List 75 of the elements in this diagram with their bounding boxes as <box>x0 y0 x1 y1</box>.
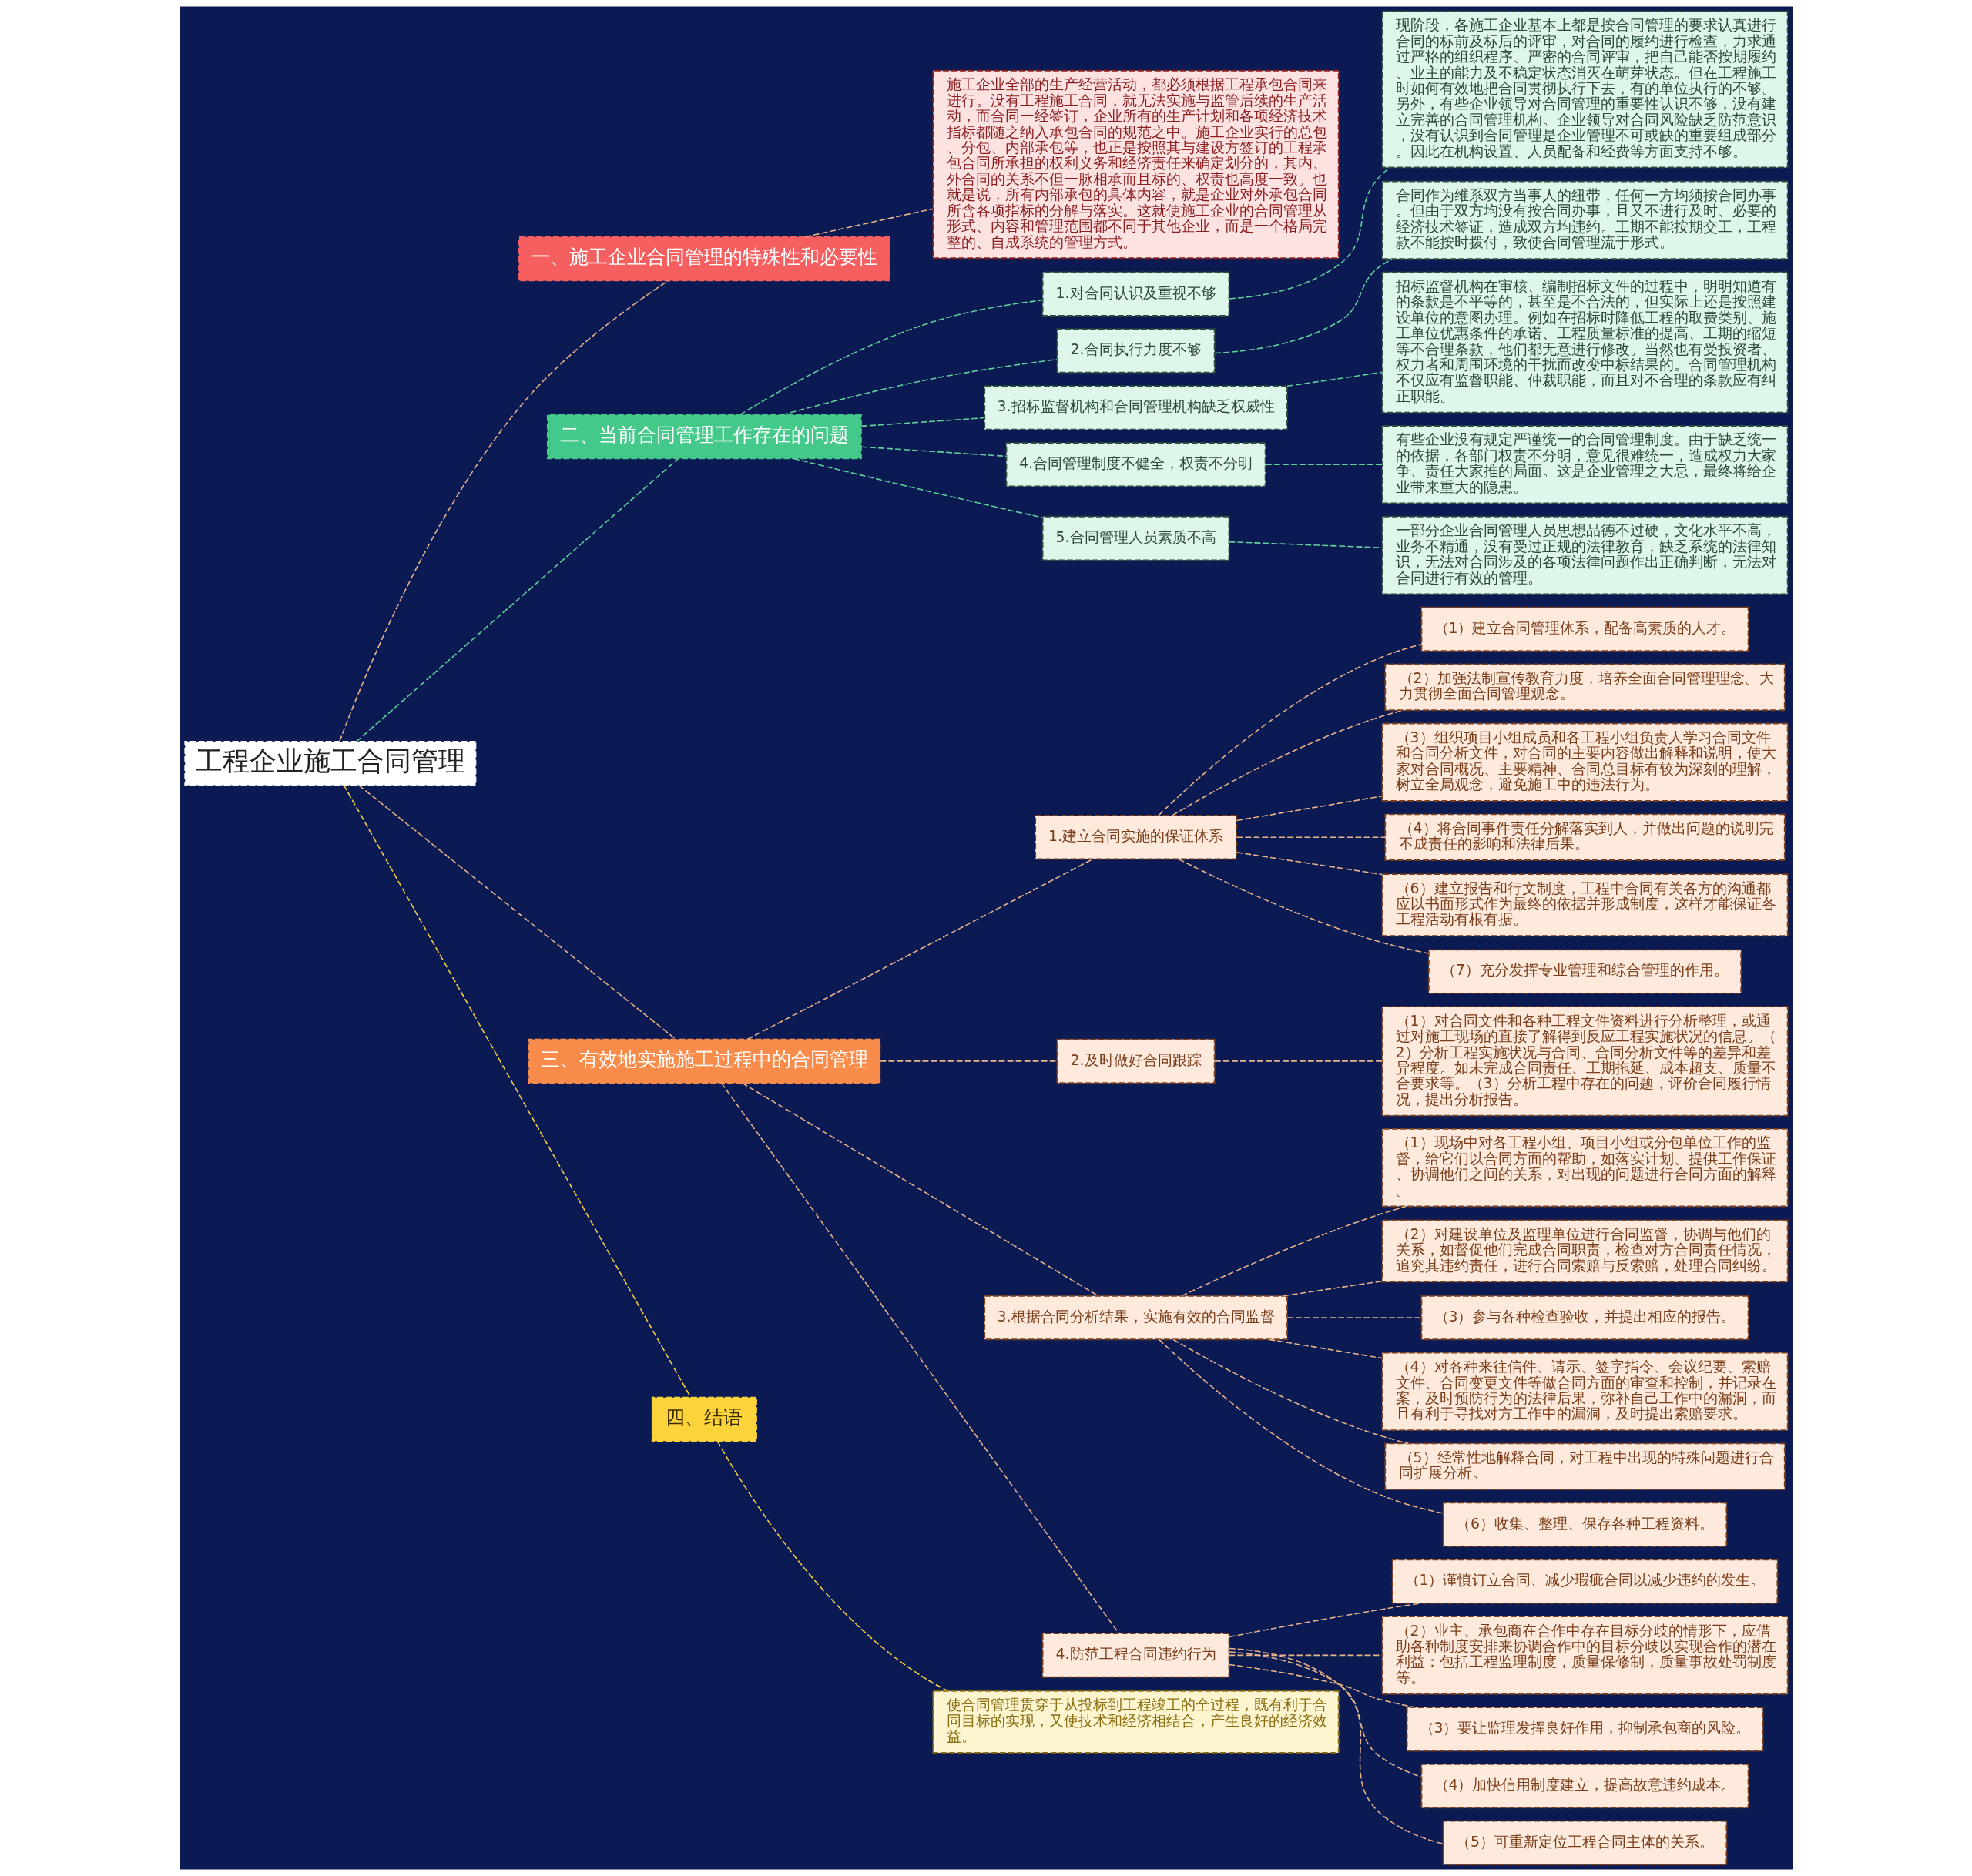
node-box: 1.对合同认识及重视不够 <box>1041 271 1229 317</box>
connector <box>1286 1317 1422 1318</box>
node-box: 使合同管理贯穿于从投标到工程竣工的全过程，既有利于合同目标的实现，又使技术和经济相结合，产生良好的经济效益。 <box>931 1690 1340 1754</box>
node-box: （2）对建设单位及监理单位进行合同监督，协调与他们的关系，如督促他们完成合同职责，检查对方合同责任情况，追究其违约责任，进行合同索赔与反索赔，处理合同纠纷。 <box>1380 1219 1789 1283</box>
node-box: （6）建立报告和行文制度，工程中合同有关各方的沟通都应以书面形式作为最终的依据并形成制度，这样才能保证各工程活动有根有据。 <box>1380 873 1789 937</box>
connector <box>739 300 1043 416</box>
node-box: 4.防范工程合同违约行为 <box>1041 1633 1229 1678</box>
connector <box>1286 371 1383 387</box>
connector <box>1172 1338 1409 1445</box>
connector <box>355 457 679 742</box>
connector <box>1236 796 1383 822</box>
connector <box>879 1060 1058 1062</box>
connector <box>720 1082 1119 1634</box>
node-box: （6）收集、整理、保存各种工程资料。 <box>1442 1502 1727 1547</box>
node-box: 合同作为维系双方当事人的纽带，任何一方均须按合同办事。但由于双方均没有按合同办事，且又不进行及时、必要的经济技术签证，造成双方均违约。工期不能按期交工，工程款不能按时拨付，致使合同管理流于形式。 <box>1380 180 1789 260</box>
node-box: （1）建立合同管理体系，配备高素质的人才。 <box>1420 606 1749 652</box>
connector <box>1282 1280 1383 1297</box>
connector <box>1228 1647 1444 1844</box>
connector <box>716 1440 948 1692</box>
node-box: （3）参与各种检查验收，并提出相应的报告。 <box>1420 1295 1749 1341</box>
node-box: （4）对各种来往信件、请示、签字指令、会议纪要、索赔文件、合同变更文件等做合同方面的审查和控制，并记录在案，及时预防行为的法律后果，弥补自己工作中的漏洞，而且有利于寻找对方工作中的漏洞，及时提出索赔要求。 <box>1380 1352 1789 1432</box>
node-box: 5.合同管理人员素质不高 <box>1041 515 1229 561</box>
node-box: 四、结语 <box>651 1396 757 1442</box>
connector <box>741 1082 1098 1297</box>
node-box: 招标监督机构在审核、编制招标文件的过程中，明明知道有的条款是不平等的，甚至是不合法的，但实际上还是按照建设单位的意图办理。例如在招标时降低工程的取费类别、施工单位优惠条件的承诺、工程质量标准的提高、工期的缩短等不合理条款，他们都无意进行修改。当然也有受投资者、权力者和周围环境的干扰而改变中标结果的。合同管理机构不仅应有监督职能、仲裁职能，而且对不合理的条款应有纠正职能。 <box>1380 271 1789 414</box>
node-box: 三、有效地实施施工过程中的合同管理 <box>528 1038 880 1084</box>
connector <box>343 784 691 1399</box>
node-box: 2.及时做好合同跟踪 <box>1055 1038 1216 1084</box>
connector <box>1264 464 1383 465</box>
connector <box>1228 1603 1421 1638</box>
connector <box>1158 1338 1444 1514</box>
connector <box>1236 836 1386 838</box>
connector <box>357 784 676 1040</box>
connector <box>1213 258 1393 354</box>
node-box: 施工企业全部的生产经营活动，都必须根据工程承包合同来进行。没有工程施工合同，就无法实施与监管后续的生产活动，而合同一经签订，企业所有的生产计划和各项经济技术指标都随之纳入承包合同的规范之中。施工企业实行的总包、分包、内部承包等，也正是按照其与建设方签订的工程承包合同所承担的权利义务和经济责任来确定划分的，其内、外合同的关系不但一脉相承而且标的、权责也高度一致。也就是说，所有内部承包的具体内容，就是企业对外承包合同所含各项指标的分解与落实。这就使施工企业的合同管理从形式、内容和管理范围都不同于其他企业，而是一个格局完整的、自成系统的管理方式。 <box>931 69 1340 260</box>
connector <box>1228 1663 1415 1708</box>
node-box: （3）组织项目小组成员和各工程小组负责人学习合同文件和合同分析文件，对合同的主要内容做出解释和说明，使大家对合同概况、主要精神、合同总目标有较为深刻的理解，树立全局观念，避免施工中的违法行为。 <box>1380 722 1789 802</box>
connector <box>746 858 1094 1040</box>
node-box: 1.建立合同实施的保证体系 <box>1034 814 1237 860</box>
connector <box>1180 1205 1407 1297</box>
node-box: 一部分企业合同管理人员思想品德不过硬，文化水平不高，业务不精通，没有受过正规的法律教育，缺乏系统的法律知识，无法对合同涉及的各项法律问题作出正确判断，无法对合同进行有效的管理。 <box>1380 515 1789 595</box>
connector <box>803 208 934 238</box>
connector <box>860 446 1007 457</box>
connector <box>860 417 985 427</box>
node-box: （3）要让监理发挥良好作用，抑制承包商的风险。 <box>1406 1707 1763 1752</box>
connector <box>1213 1060 1383 1062</box>
node-box: （2）业主、承包商在合作中存在目标分歧的情形下，应借助各种制度安排来协调合作中的目标分歧以实现合作的潜在利益：包括工程监理制度，质量保修制，质量事故处罚制度等。 <box>1380 1616 1789 1695</box>
node-box: （4）将合同事件责任分解落实到人，并做出问题的说明完不成责任的影响和法律后果。 <box>1383 813 1786 861</box>
connector <box>780 359 1058 416</box>
node-box: 二、当前合同管理工作存在的问题 <box>546 414 862 460</box>
connector <box>1236 852 1383 876</box>
node-box: 4.合同管理制度不健全，权责不分明 <box>1005 442 1266 487</box>
connector <box>1228 541 1383 548</box>
connector <box>1228 166 1390 300</box>
connector <box>1228 1651 1422 1778</box>
node-box: 现阶段，各施工企业基本上都是按合同管理的要求认真进行合同的标前及标后的评审，对合同的履约进行检查，力求通过严格的组织程序、严密的合同评审，把自己能否按期履约、业主的能力及不稳定状态消灭在萌芽状态。但在工程施工时如何有效地把合同贯彻执行下去，有的单位执行的不够。另外，有些企业领导对合同管理的重要性认识不够，没有建立完善的合同管理机构。企业领导对合同风险缺乏防范意识，没有认识到合同管理是企业管理不可或缺的重要组成部分。因此在机构设置、人员配备和经费等方面支持不够。 <box>1380 10 1789 169</box>
connector <box>1178 858 1429 954</box>
connector <box>338 280 669 742</box>
node-box: 工程企业施工合同管理 <box>183 741 476 786</box>
node-box: （1）现场中对各工程小组、项目小组或分包单位工作的监督，给它们以合同方面的帮助，如落实计划、提供工作保证、协调他们之间的关系，对出现的问题进行合同方面的解释。 <box>1380 1127 1789 1208</box>
node-box: 3.根据合同分析结果，实施有效的合同监督 <box>983 1295 1288 1341</box>
connector <box>1268 1338 1383 1359</box>
node-box: 3.招标监督机构和合同管理机构缺乏权威性 <box>983 385 1288 430</box>
node-box: 一、施工企业合同管理的特殊性和必要性 <box>518 236 890 282</box>
node-box: （5）可重新定位工程合同主体的关系。 <box>1442 1820 1727 1866</box>
node-box: （1）对合同文件和各种工程文件资料进行分析整理，或通过对施工现场的直接了解得到反应工程实施状况的信息。（2）分析工程实施状况与合同、合同分析文件等的差异和差异程度。如未完成合同责任、工期拖延、成本超支、质量不合要求等。（3）分析工程中存在的问题，评价合同履行情况，提出分析报告。 <box>1380 1006 1789 1117</box>
node-box: （4）加快信用制度建立，提高故意违约成本。 <box>1420 1763 1749 1809</box>
node-box: （7）充分发挥专业管理和综合管理的作用。 <box>1427 949 1742 994</box>
node-box: （1）谨慎订立合同、减少瑕疵合同以减少违约的发生。 <box>1391 1559 1778 1604</box>
node-box: 有些企业没有规定严谨统一的合同管理制度。由于缺乏统一的依据，各部门权责不分明，意见很难统一，造成权力大家争、责任大家推的局面。这是企业管理之大忌，最终将给企业带来重大的隐患。 <box>1380 425 1789 504</box>
node-box: （5）经常性地解释合同，对工程中出现的特殊问题进行合同扩展分析。 <box>1383 1442 1786 1491</box>
connector <box>1157 643 1422 816</box>
connector <box>792 457 1043 518</box>
node-box: （2）加强法制宣传教育力度，培养全面合同管理理念。大力贯彻全面合同管理观念。 <box>1383 663 1786 712</box>
node-box: 2.合同执行力度不够 <box>1055 328 1216 374</box>
